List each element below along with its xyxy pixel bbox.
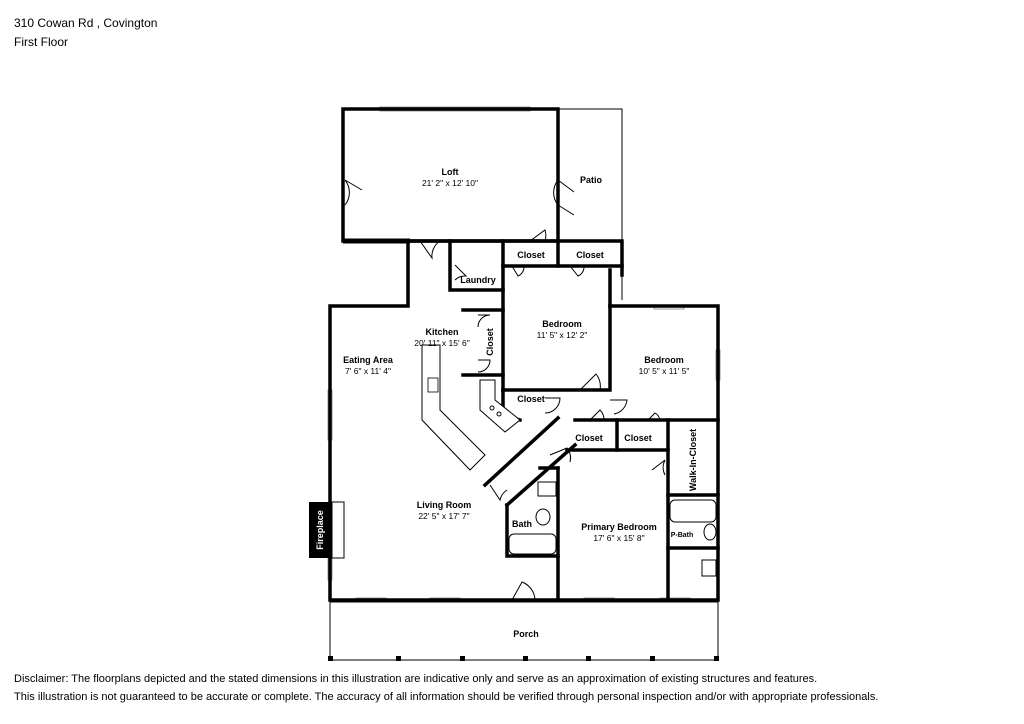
- disclaimer-line-1: Disclaimer: The floorplans depicted and …: [14, 673, 818, 685]
- closet-name: Closet: [624, 433, 652, 443]
- laundry-name: Laundry: [460, 275, 496, 285]
- doors: [344, 179, 666, 601]
- closet-name: Closet: [517, 394, 545, 404]
- loft-name: Loft: [442, 167, 459, 177]
- loft-dims: 21' 2" x 12' 10": [422, 178, 478, 188]
- fireplace-hearth: [331, 501, 345, 559]
- closet-name: Closet: [517, 250, 545, 260]
- fireplace-name: Fireplace: [315, 510, 325, 550]
- p-bath-name: P-Bath: [671, 532, 694, 539]
- disclaimer-line-2: This illustration is not guaranteed to b…: [14, 691, 879, 703]
- kitchen-dims: 20' 11" x 15' 6": [414, 338, 469, 348]
- bedroom-name: Bedroom: [542, 319, 582, 329]
- living-room-dims: 22' 5" x 17' 7": [418, 511, 469, 521]
- bedroom-name: Bedroom: [644, 355, 684, 365]
- primary-bedroom-name: Primary Bedroom: [581, 522, 657, 532]
- bath-name: Bath: [512, 519, 532, 529]
- patio-outline: [558, 108, 623, 300]
- patio-name: Patio: [580, 175, 603, 185]
- bedroom-dims: 11' 5" x 12' 2": [537, 330, 588, 340]
- bedroom-dims: 10' 5" x 11' 5": [639, 366, 690, 376]
- primary-bedroom-dims: 17' 6" x 15' 8": [593, 533, 644, 543]
- property-address: 310 Cowan Rd , Covington: [14, 16, 158, 30]
- interior-walls: [448, 239, 720, 602]
- kitchen-counter: [421, 344, 521, 471]
- living-room-name: Living Room: [417, 500, 472, 510]
- porch-name: Porch: [513, 629, 539, 639]
- eating-area-name: Eating Area: [343, 355, 394, 365]
- porch-outline: [328, 601, 719, 661]
- walk-in-closet-name: Walk-In-Closet: [688, 429, 698, 491]
- closet-name: Closet: [575, 433, 603, 443]
- closet-name: Closet: [576, 250, 604, 260]
- eating-area-dims: 7' 6" x 11' 4": [345, 366, 391, 376]
- floor-label: First Floor: [14, 35, 68, 49]
- kitchen-name: Kitchen: [425, 327, 458, 337]
- exterior-walls: [328, 239, 720, 602]
- room-labels: Loft 21' 2" x 12' 10" Patio Closet Close…: [315, 167, 698, 639]
- closet-name: Closet: [485, 328, 495, 356]
- bath-fixtures: [508, 481, 717, 577]
- fireplace-block: [309, 502, 331, 558]
